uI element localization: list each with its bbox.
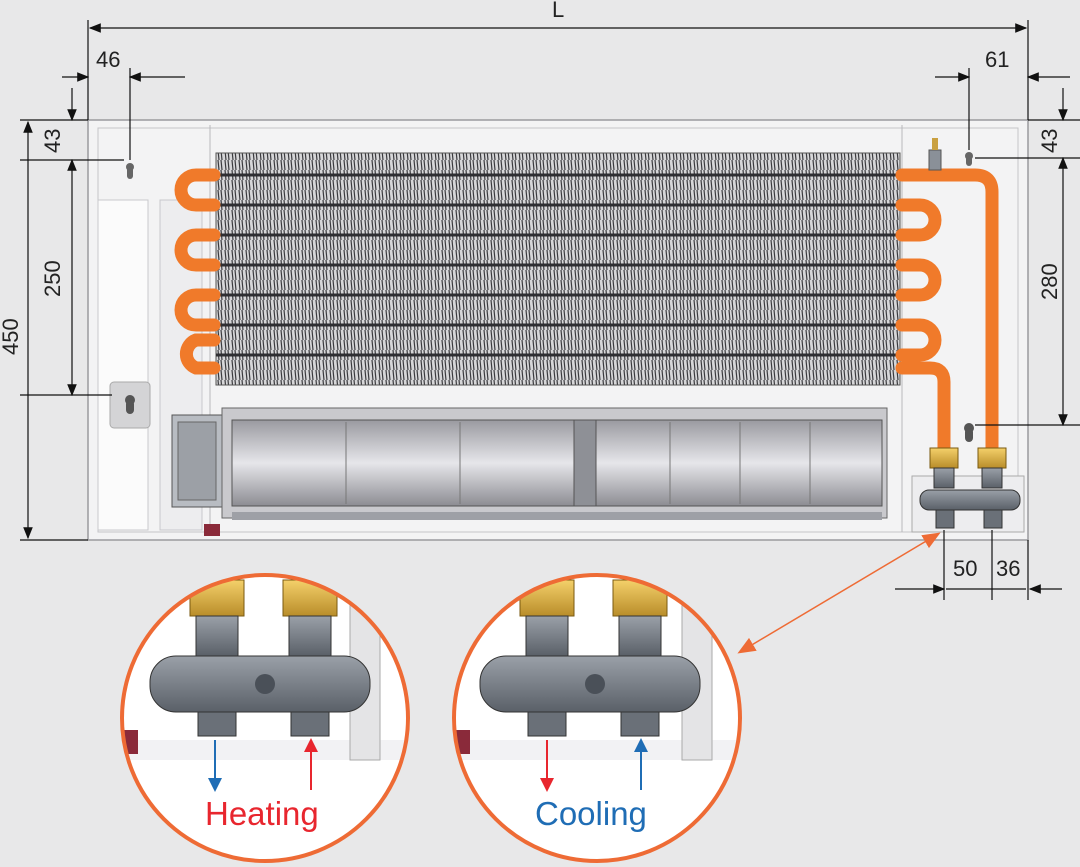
- keyhole-slot-top-left: [126, 163, 134, 179]
- callout-arrow: [737, 532, 941, 654]
- air-vent-valve: [928, 138, 942, 171]
- heating-detail: Heating: [120, 573, 410, 863]
- left-return-bends: [174, 168, 221, 375]
- keyhole-slot-mid-left: [109, 381, 151, 429]
- dim-left-offset: 46: [96, 47, 120, 72]
- keyhole-slot-top-right: [965, 152, 973, 166]
- right-return-bends: [895, 198, 942, 362]
- finned-coil: [215, 152, 901, 386]
- dim-height-right-mount: 280: [1037, 263, 1062, 300]
- dim-top-left: 43: [40, 129, 65, 153]
- dimension-labels: L 46 61 43 250 450 43 280 50 36: [0, 0, 1062, 581]
- cooling-detail: Cooling: [452, 573, 742, 863]
- dim-right-offset: 61: [985, 47, 1009, 72]
- dim-height-total: 450: [0, 318, 23, 355]
- dim-top-right: 43: [1037, 129, 1062, 153]
- cooling-label: Cooling: [535, 795, 647, 832]
- dimension-lines: [20, 20, 1080, 600]
- dim-bottom-pitch: 50: [953, 556, 977, 581]
- keyhole-slot-mid-right: [964, 423, 974, 442]
- valve-manifold: [911, 447, 1025, 533]
- dim-bottom-edge: 36: [996, 556, 1020, 581]
- dim-overall-length: L: [552, 0, 564, 22]
- heating-label: Heating: [205, 795, 319, 832]
- fan-assembly: [171, 407, 888, 536]
- supply-return-pipes: [895, 168, 999, 459]
- dim-height-left-mount: 250: [40, 260, 65, 297]
